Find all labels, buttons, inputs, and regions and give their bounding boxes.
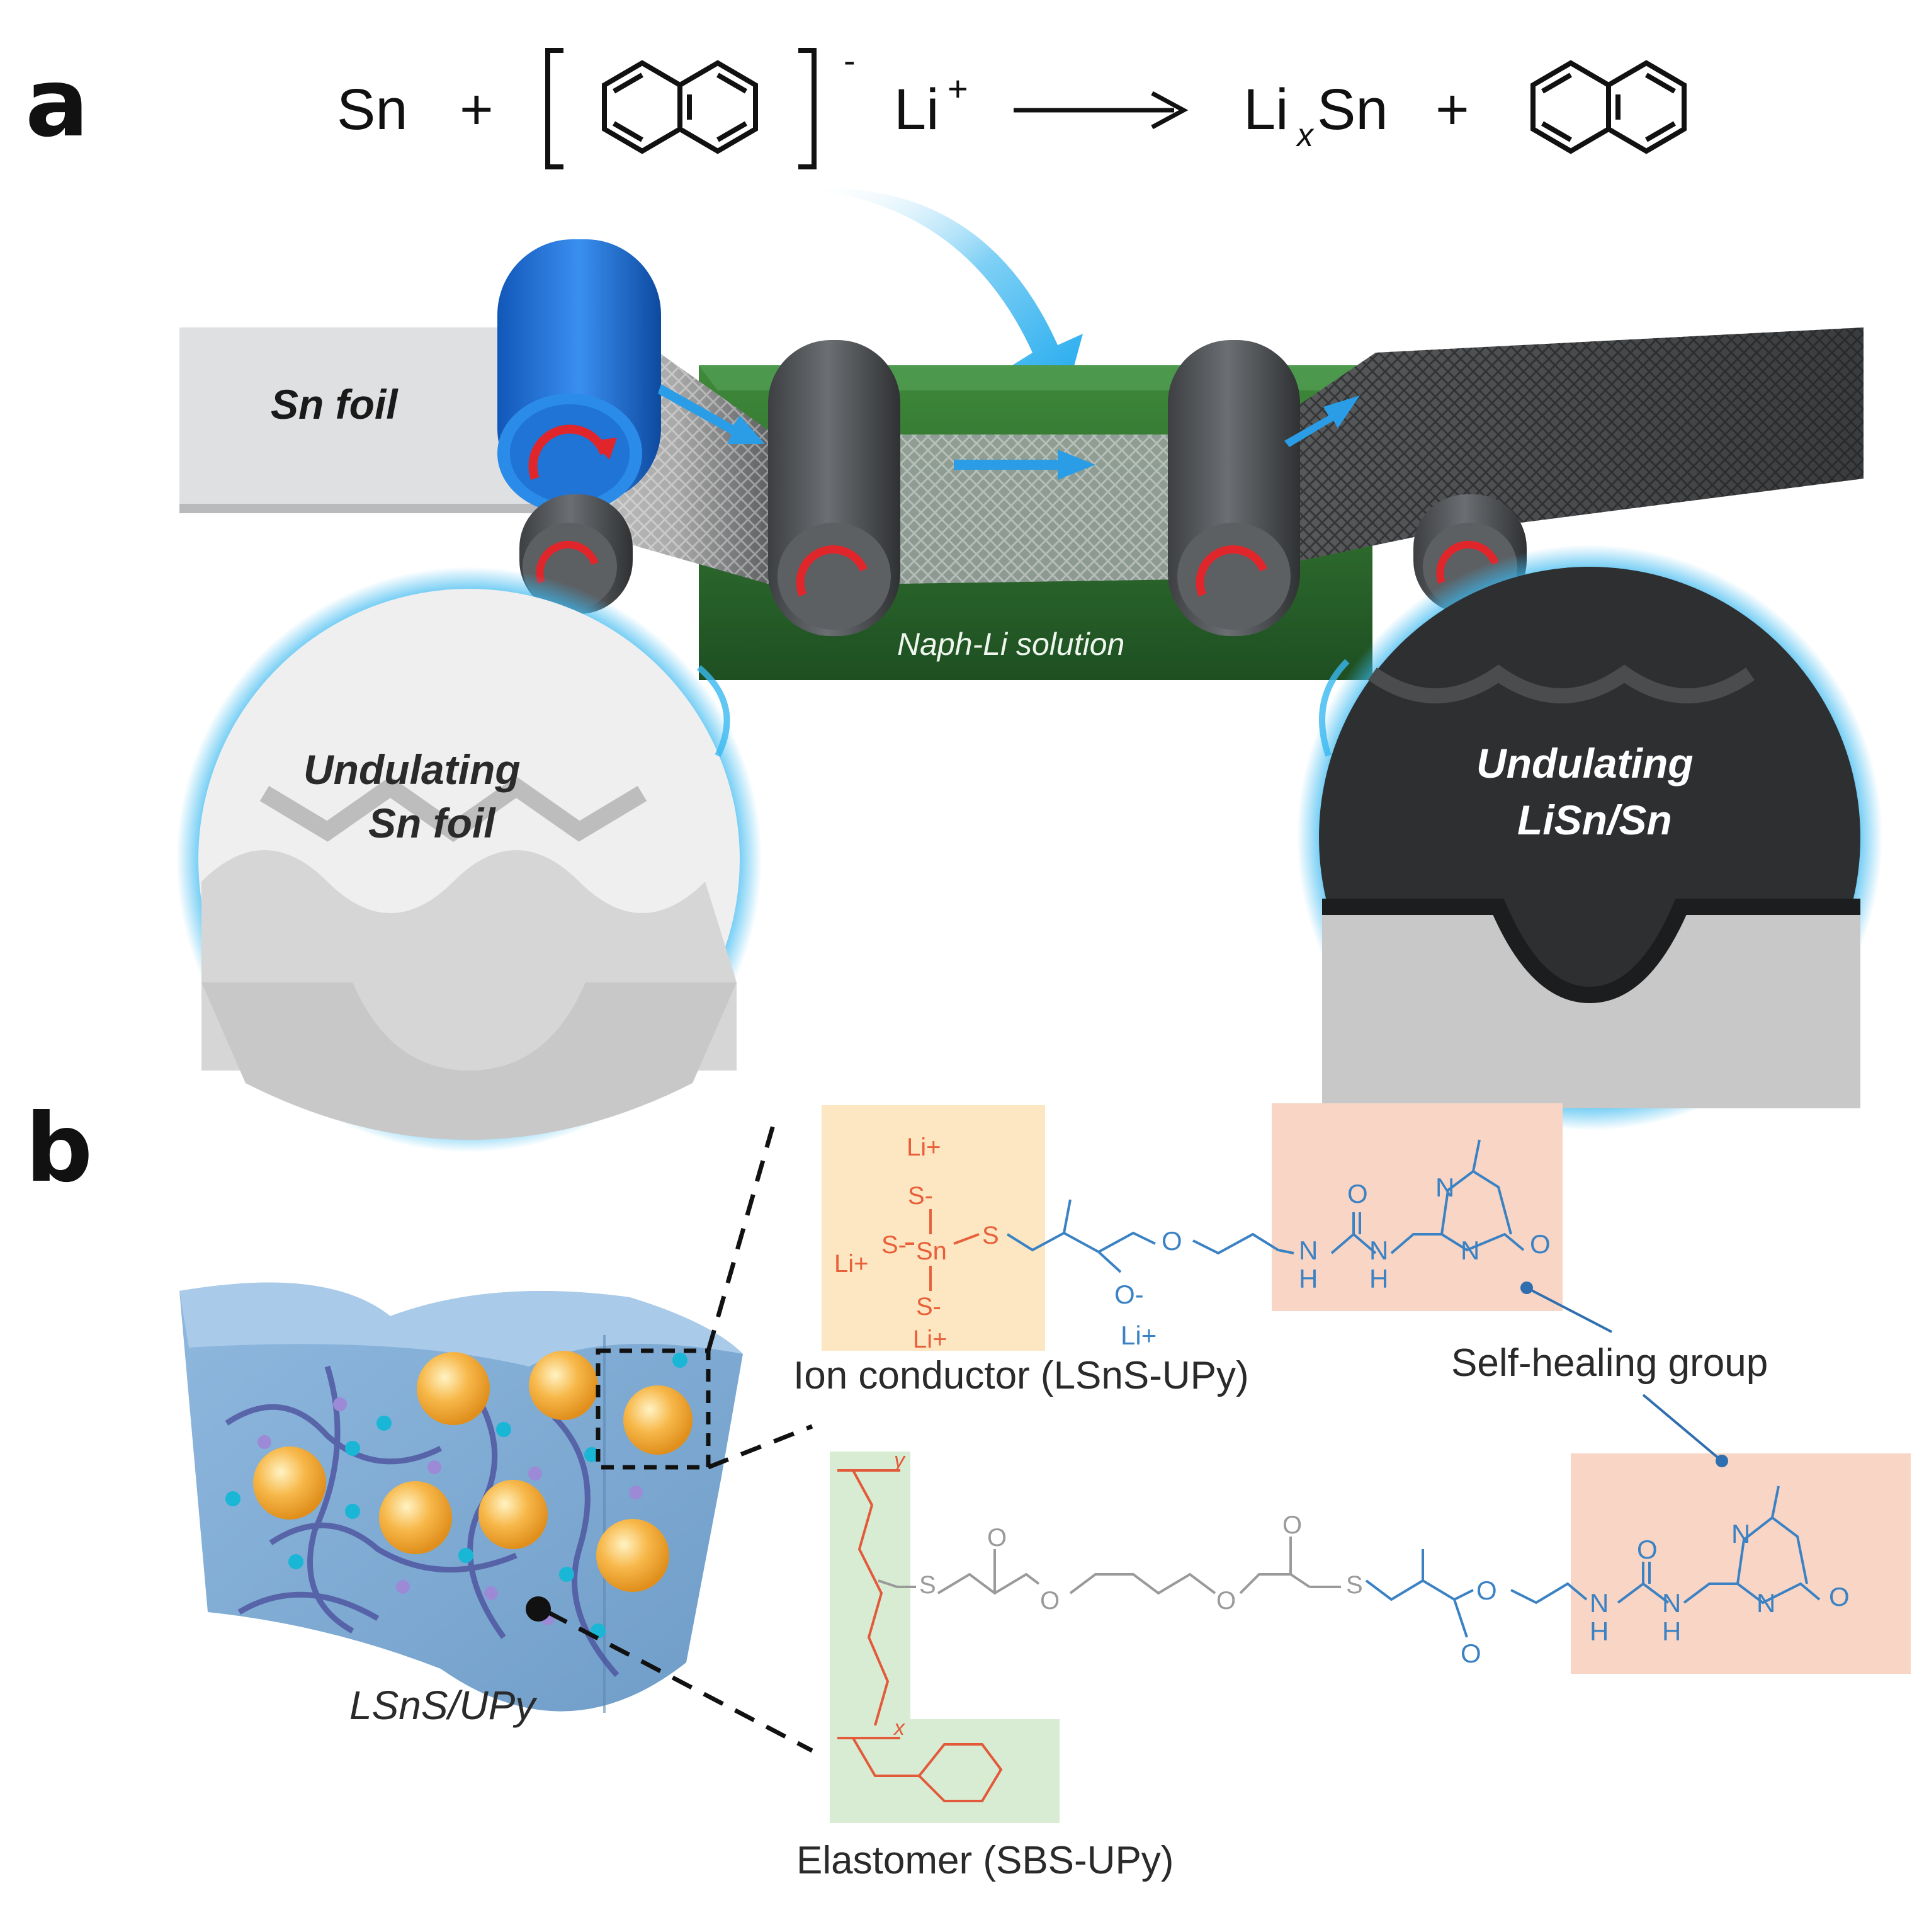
upy-highlight-box-1 <box>1272 1103 1563 1311</box>
magnifier-lisn: Undulating LiSn/Sn <box>1297 545 1882 1130</box>
eq-sn: Sn <box>337 77 408 142</box>
guide-roller-3 <box>1168 340 1300 636</box>
eq-li-charge: + <box>948 69 968 108</box>
atom-x: x <box>893 1716 905 1740</box>
atom-s-left: S- <box>881 1231 907 1259</box>
atom-s-link: S <box>982 1222 999 1249</box>
atom-n-ring-top-2: N <box>1731 1519 1750 1548</box>
sbs-highlight-box-b <box>830 1719 1060 1823</box>
anion-charge: - <box>844 40 856 80</box>
atom-li-bottom: Li+ <box>913 1326 948 1353</box>
rotation-arrow-icon <box>1196 545 1268 597</box>
self-healing-pointers <box>1520 1281 1728 1467</box>
left-bracket <box>545 48 563 169</box>
particle-spheres <box>253 1351 693 1592</box>
atom-s-bottom: S- <box>916 1293 941 1321</box>
atom-o-2: O <box>1040 1587 1060 1615</box>
self-healing-label: Self-healing group <box>1451 1341 1768 1385</box>
undulating-lisn-label-1: Undulating <box>1476 740 1694 787</box>
atom-n-ring-bottom: N <box>1461 1236 1479 1265</box>
atom-o-1: O <box>987 1524 1007 1552</box>
atom-o-6: O <box>1461 1639 1481 1668</box>
eq-product-x: x <box>1295 117 1315 154</box>
atom-o-4: O <box>1282 1511 1302 1539</box>
atom-h-1: H <box>1299 1264 1318 1293</box>
sn-foil-label: Sn foil <box>271 381 399 428</box>
undulating-lisn-label-2: LiSn/Sn <box>1517 797 1672 843</box>
flow-arrow-icon <box>1284 395 1360 447</box>
zoom-box <box>596 1348 711 1470</box>
eq-li: Li <box>894 77 939 142</box>
composite-block <box>179 1282 743 1713</box>
atom-li-top: Li+ <box>907 1134 941 1161</box>
blue-embossing-roller <box>497 239 661 513</box>
atom-o-3: O <box>1216 1587 1236 1615</box>
ion-conductor-label: Ion conductor (LSnS-UPy) <box>793 1354 1249 1397</box>
panel-a-letter: a <box>25 48 89 158</box>
atom-n-ring-top: N <box>1435 1173 1454 1202</box>
guide-roller-2 <box>768 340 900 636</box>
eq-plus-1: + <box>460 77 494 142</box>
rotation-arrow-icon <box>796 545 868 597</box>
atom-o-5: O <box>1476 1576 1497 1605</box>
atom-nh-2: N <box>1369 1236 1388 1265</box>
eq-product-sn: Sn <box>1317 77 1388 142</box>
eq-product-li: Li <box>1243 77 1289 142</box>
lsns-highlight-box <box>822 1105 1045 1351</box>
zoom-point <box>526 1596 551 1622</box>
atom-nh-1: N <box>1299 1236 1318 1265</box>
elastomer-label: Elastomer (SBS-UPy) <box>796 1839 1174 1882</box>
solution-label: Naph-Li solution <box>897 627 1124 662</box>
rotation-arrow-icon <box>536 540 599 584</box>
eq-plus-2: + <box>1435 77 1469 142</box>
atom-h-2: H <box>1369 1264 1388 1293</box>
flow-arrows <box>658 384 1360 480</box>
atom-h-4: H <box>1662 1617 1681 1646</box>
lsns-upy-structure: Li+ S- S- Li+ Sn S- Li+ S O O- Li+ <box>834 1134 1551 1353</box>
atom-li-plus: Li+ <box>1121 1321 1157 1350</box>
atom-nh-3: N <box>1590 1588 1609 1618</box>
magnifier-sn-foil: Undulating Sn foil <box>176 567 762 1152</box>
atom-nh-4: N <box>1662 1588 1681 1618</box>
reaction-equation: Sn + - Li + Li x Sn + <box>337 40 1687 169</box>
atom-n-ring-bottom-2: N <box>1756 1588 1775 1618</box>
rotation-arrow-icon <box>528 424 609 480</box>
sbs-upy-structure: y x S O O O O S O O O <box>837 1448 1850 1802</box>
zoom-connectors <box>546 1120 813 1753</box>
rotation-arrow-icon <box>1436 540 1499 584</box>
sn-foil-strip <box>179 327 554 504</box>
undulating-sn-label-1: Undulating <box>303 746 521 793</box>
reaction-arrow-head <box>1151 91 1189 130</box>
flow-arrow-icon <box>658 384 765 444</box>
sn-foil-edge <box>179 504 554 513</box>
atom-o-ring: O <box>1530 1229 1551 1259</box>
atom-sn: Sn <box>916 1237 947 1265</box>
atom-li-left: Li+ <box>834 1250 869 1278</box>
panel-b-letter: b <box>25 1094 93 1203</box>
flow-arrow-icon <box>954 450 1095 480</box>
naphthalene-anion-structure <box>602 60 758 154</box>
composite-label: LSnS/UPy <box>349 1683 538 1728</box>
mesh-foil-lithiated-texture <box>1247 327 1864 567</box>
atom-s-top: S- <box>908 1182 933 1210</box>
atom-o-urea-2: O <box>1637 1535 1658 1564</box>
atom-o-ring-2: O <box>1829 1582 1850 1611</box>
atom-o-urea: O <box>1347 1179 1368 1208</box>
atom-y: y <box>893 1448 906 1472</box>
ion-dots <box>225 1353 687 1639</box>
atom-h-3: H <box>1590 1617 1609 1646</box>
atom-s-1: S <box>919 1571 936 1599</box>
undulating-sn-label-2: Sn foil <box>368 800 496 846</box>
atom-s-2: S <box>1346 1571 1363 1599</box>
right-bracket <box>798 48 817 169</box>
naphthalene-structure <box>1530 60 1687 154</box>
atom-o-minus: O- <box>1114 1280 1144 1309</box>
atom-o-ester: O <box>1162 1226 1182 1256</box>
